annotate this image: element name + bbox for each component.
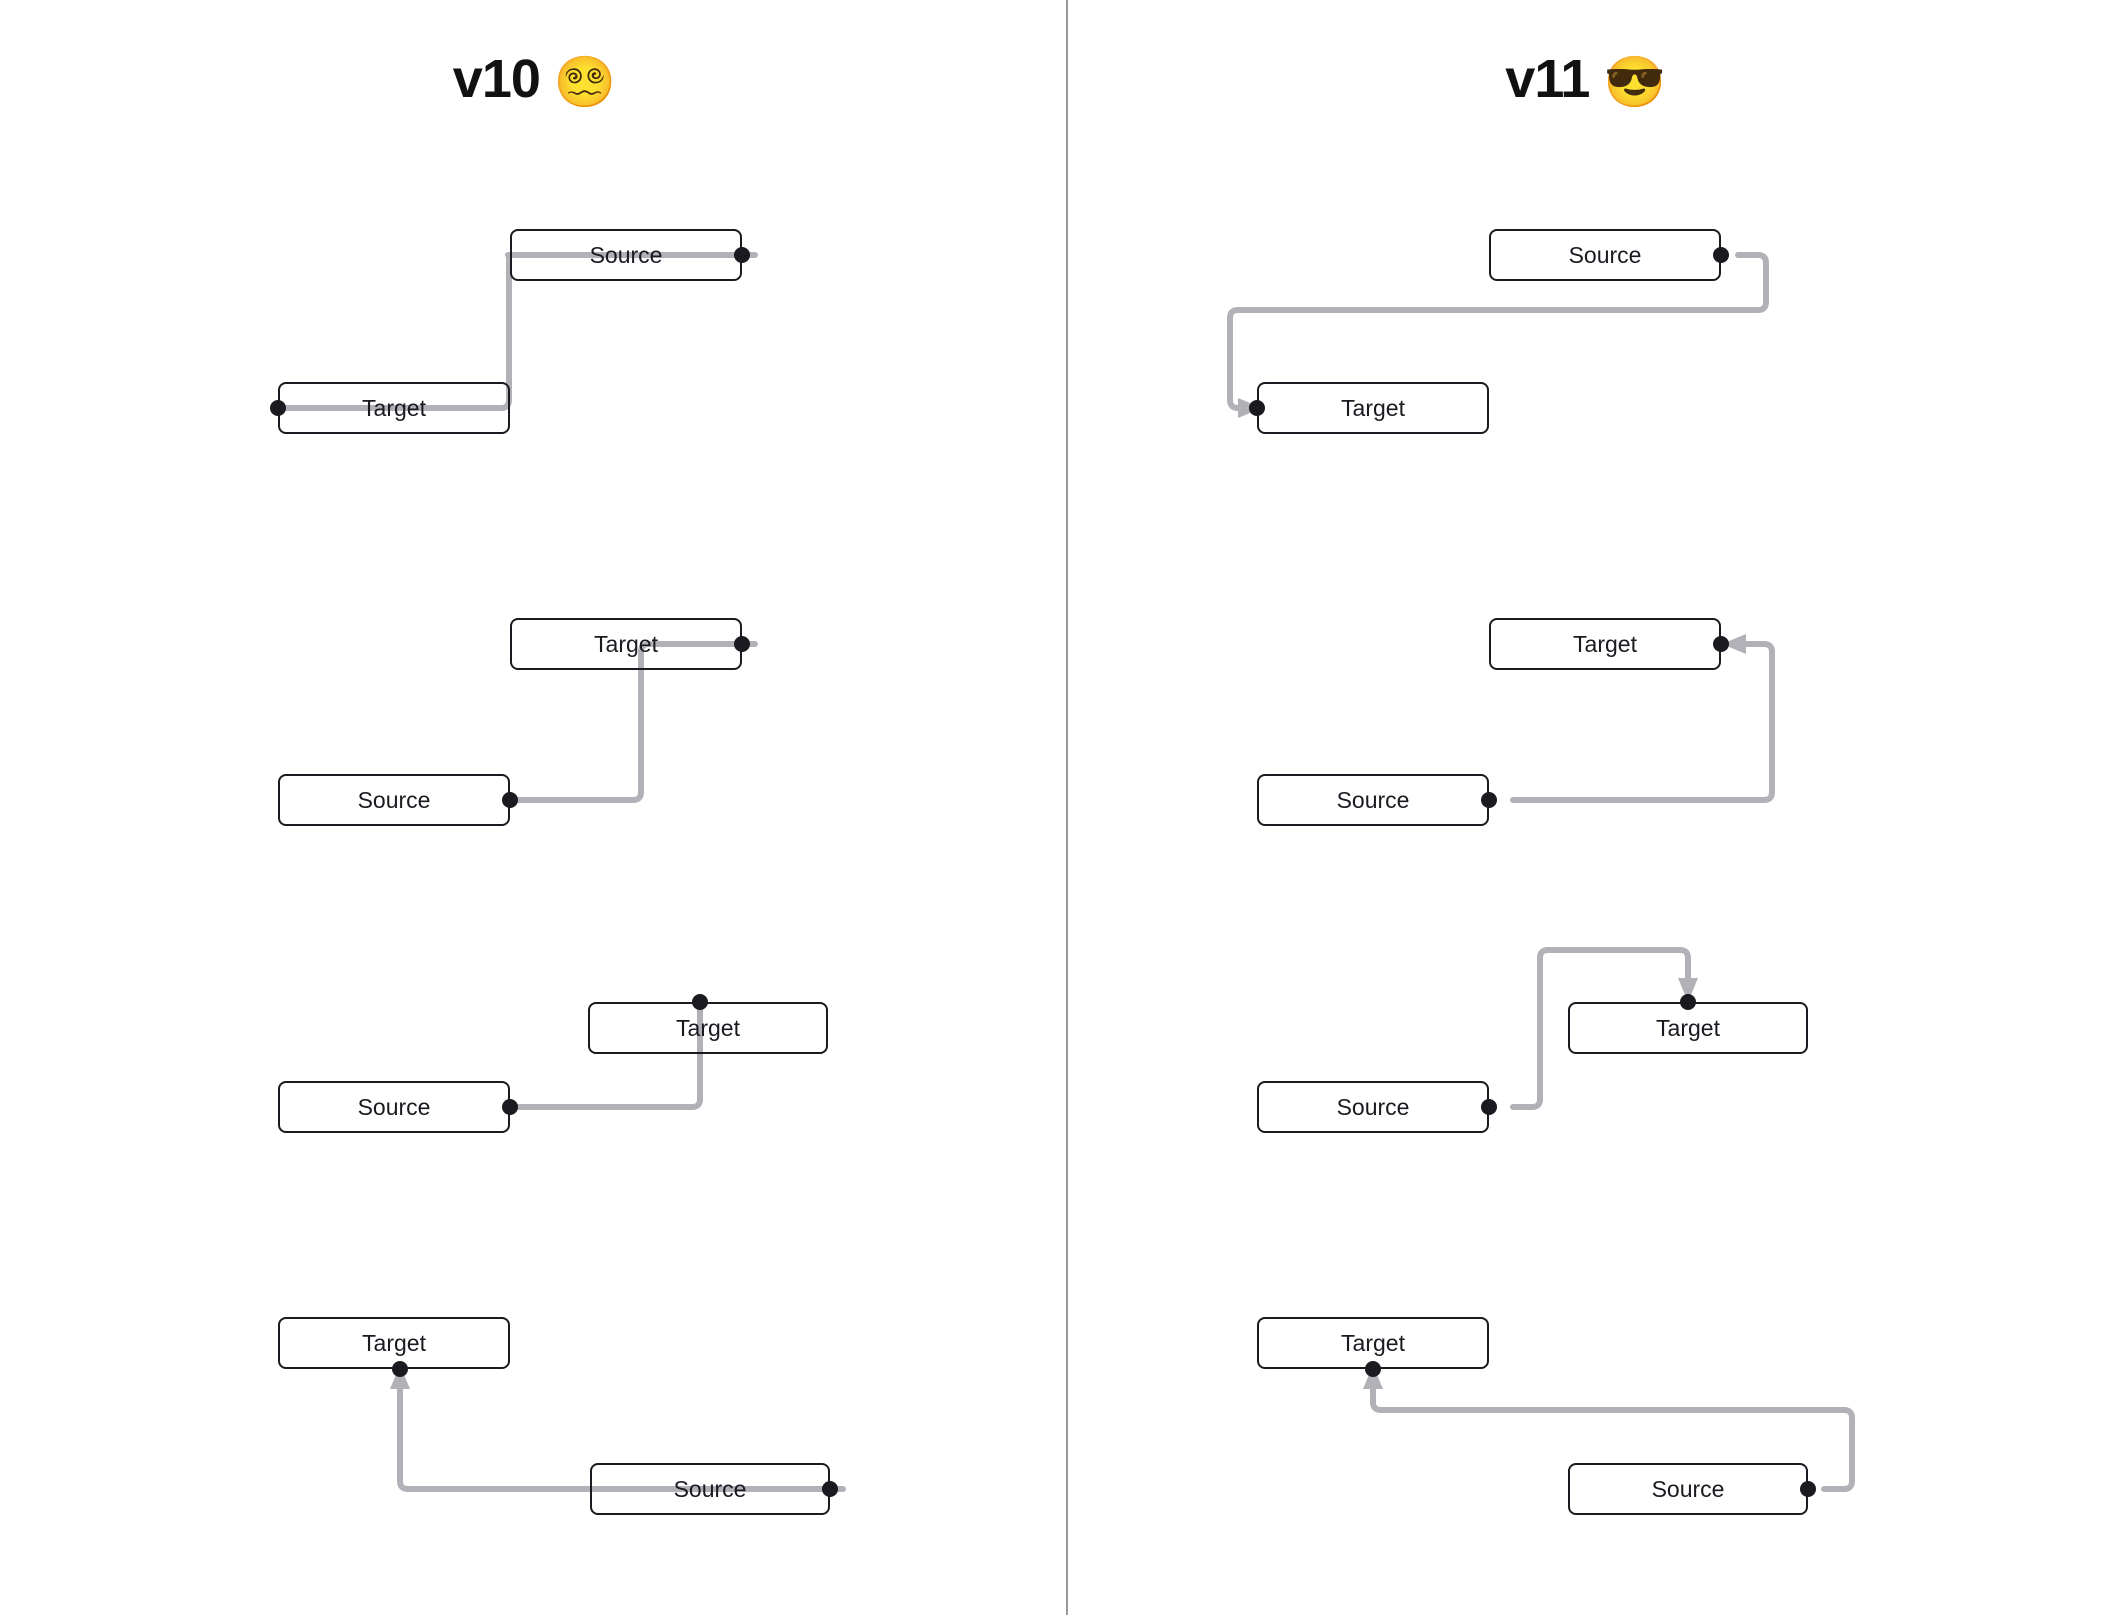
edge-v11-case-3 <box>1510 947 1691 1110</box>
face-with-spiral-eyes-icon: 😵‍💫 <box>553 54 616 110</box>
handle-right-source-v10-case-1[interactable] <box>734 247 750 263</box>
edge-v10-case-3 <box>510 999 703 1110</box>
panel-title-v11: v11 😎 <box>1068 48 2102 112</box>
handle-right-target-v11-case-2[interactable] <box>1713 636 1729 652</box>
handle-bottom-target-v11-case-4[interactable] <box>1365 1361 1381 1377</box>
edge-layer-v10-under <box>279 252 846 1492</box>
handle-right-source-v11-case-4[interactable] <box>1800 1481 1816 1497</box>
handle-right-target-v10-case-2[interactable] <box>734 636 750 652</box>
handle-right-source-v10-case-3[interactable] <box>502 1099 518 1115</box>
edge-v10-case-2 <box>510 641 758 803</box>
edge-v10-case-4 <box>397 1378 846 1492</box>
handle-bottom-target-v10-case-4[interactable] <box>392 1361 408 1377</box>
edge-v11-case-4 <box>1370 1378 1855 1492</box>
handle-left-target-v10-case-1[interactable] <box>270 400 286 416</box>
panel-title-v10: v10 😵‍💫 <box>0 48 1068 112</box>
arrowhead-v11-case-2 <box>1722 634 1746 654</box>
panel-title-text: v10 <box>452 49 541 109</box>
handle-right-source-v10-case-2[interactable] <box>502 792 518 808</box>
edge-v11-case-1 <box>1227 252 1769 411</box>
arrowhead-v10-case-4 <box>390 1365 410 1389</box>
smiling-face-with-sunglasses-icon: 😎 <box>1603 54 1665 110</box>
arrowhead-v11-case-4 <box>1363 1365 1383 1389</box>
handle-right-source-v10-case-4[interactable] <box>822 1481 838 1497</box>
arrowhead-v11-case-3 <box>1678 978 1698 1002</box>
handle-top-target-v10-case-3[interactable] <box>692 994 708 1010</box>
panel-title-text: v11 <box>1505 49 1590 109</box>
panel-divider <box>1066 0 1068 1615</box>
edge-v11-case-2 <box>1510 641 1775 803</box>
panel-v11: v11 😎 <box>1068 0 2102 1615</box>
handle-top-target-v11-case-3[interactable] <box>1680 994 1696 1010</box>
handle-left-target-v11-case-1[interactable] <box>1249 400 1265 416</box>
handle-right-source-v11-case-1[interactable] <box>1713 247 1729 263</box>
handle-right-source-v11-case-2[interactable] <box>1481 792 1497 808</box>
handle-right-source-v11-case-3[interactable] <box>1481 1099 1497 1115</box>
